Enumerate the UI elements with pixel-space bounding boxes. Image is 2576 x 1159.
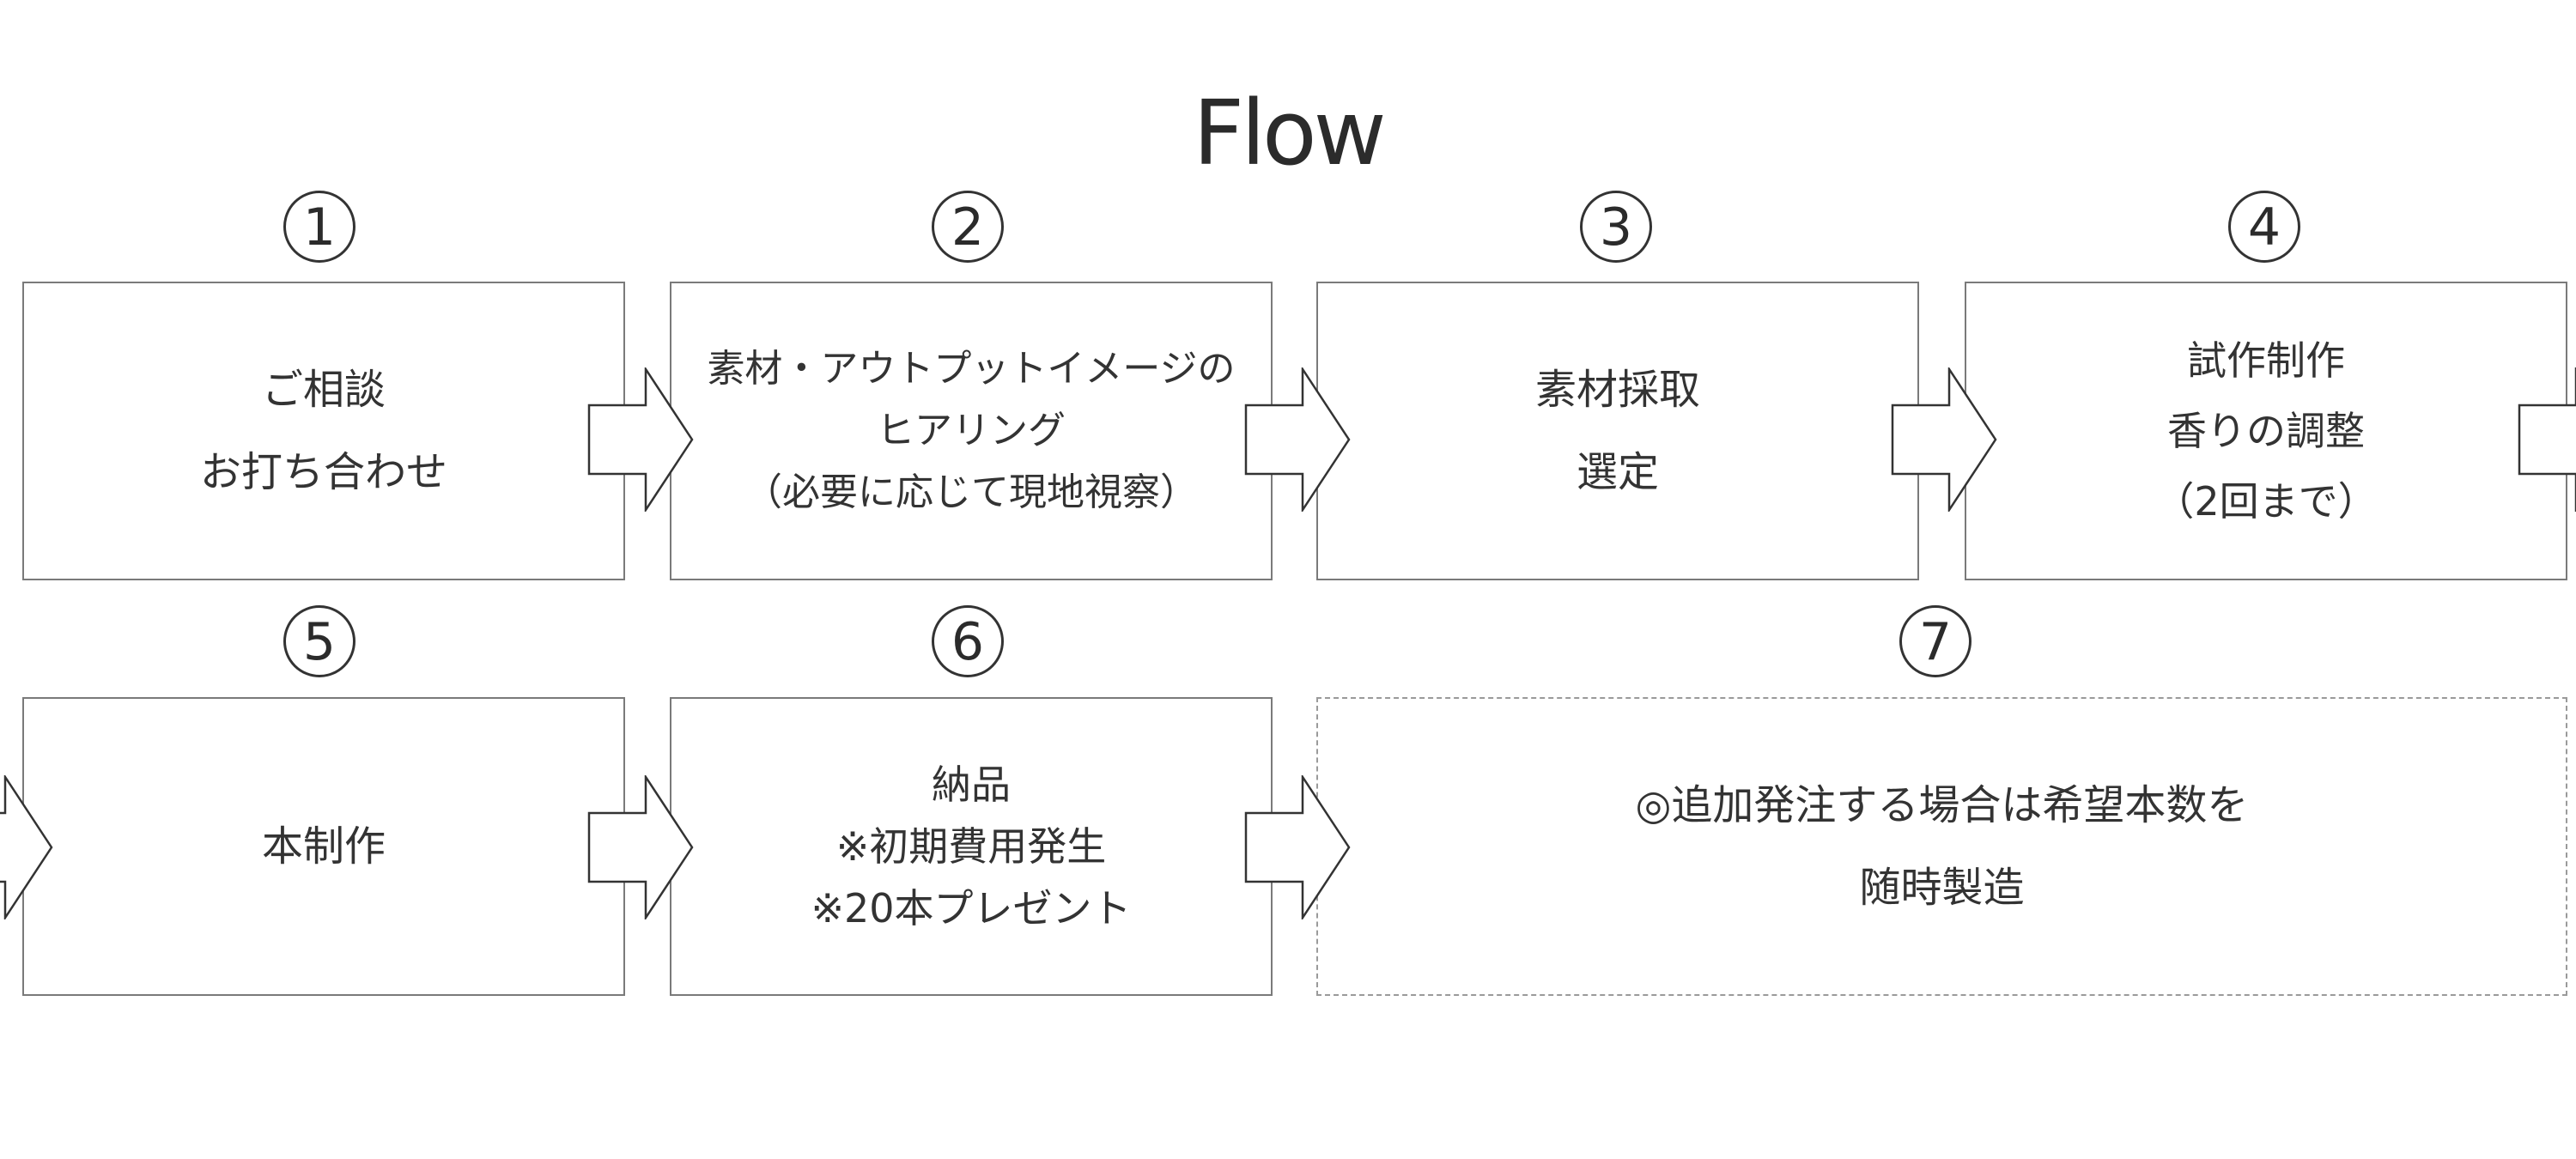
step-2-line-2: ヒアリング <box>877 409 1066 452</box>
step-number-7: 7 <box>1899 605 1971 677</box>
step-number-5: 5 <box>283 605 355 677</box>
arrow-right-icon <box>587 367 694 512</box>
step-box-7: ◎追加発注する場合は希望本数を 随時製造 <box>1316 697 2567 996</box>
arrow-right-icon <box>0 775 53 919</box>
step-6-line-3: ※20本プレゼント <box>811 885 1132 931</box>
step-box-2: 素材・アウトプットイメージの ヒアリング （必要に応じて現地視察） <box>670 282 1273 580</box>
step-6-line-2: ※初期費用発生 <box>835 823 1107 870</box>
step-4-line-3: （2回まで） <box>2154 478 2378 525</box>
step-3-line-1: 素材採取 <box>1534 366 1700 414</box>
step-7-line-2: 随時製造 <box>1859 864 2025 912</box>
step-4-line-1: 試作制作 <box>2187 337 2345 384</box>
arrow-right-icon <box>2518 367 2576 512</box>
step-box-4: 試作制作 香りの調整 （2回まで） <box>1965 282 2567 580</box>
step-1-line-2: お打ち合わせ <box>199 448 447 496</box>
step-5-line-1: 本制作 <box>261 822 386 871</box>
arrow-right-icon <box>1244 775 1351 919</box>
step-box-6: 納品 ※初期費用発生 ※20本プレゼント <box>670 697 1273 996</box>
step-6-line-1: 納品 <box>932 762 1011 808</box>
step-box-1: ご相談 お打ち合わせ <box>22 282 625 580</box>
step-4-line-2: 香りの調整 <box>2167 408 2365 454</box>
step-box-5: 本制作 <box>22 697 625 996</box>
step-7-line-1: ◎追加発注する場合は希望本数を <box>1635 781 2249 829</box>
step-number-2: 2 <box>932 191 1004 263</box>
step-2-line-1: 素材・アウトプットイメージの <box>707 347 1236 391</box>
step-1-line-1: ご相談 <box>261 366 386 414</box>
arrow-right-icon <box>1891 367 1997 512</box>
step-2-line-3: （必要に応じて現地視察） <box>744 470 1198 514</box>
step-number-1: 1 <box>283 191 355 263</box>
step-box-3: 素材採取 選定 <box>1316 282 1919 580</box>
arrow-right-icon <box>1244 367 1351 512</box>
step-number-6: 6 <box>932 605 1004 677</box>
arrow-right-icon <box>587 775 694 919</box>
step-number-3: 3 <box>1580 191 1652 263</box>
step-3-line-2: 選定 <box>1576 448 1659 496</box>
page-title: Flow <box>1193 81 1386 185</box>
step-number-4: 4 <box>2228 191 2300 263</box>
